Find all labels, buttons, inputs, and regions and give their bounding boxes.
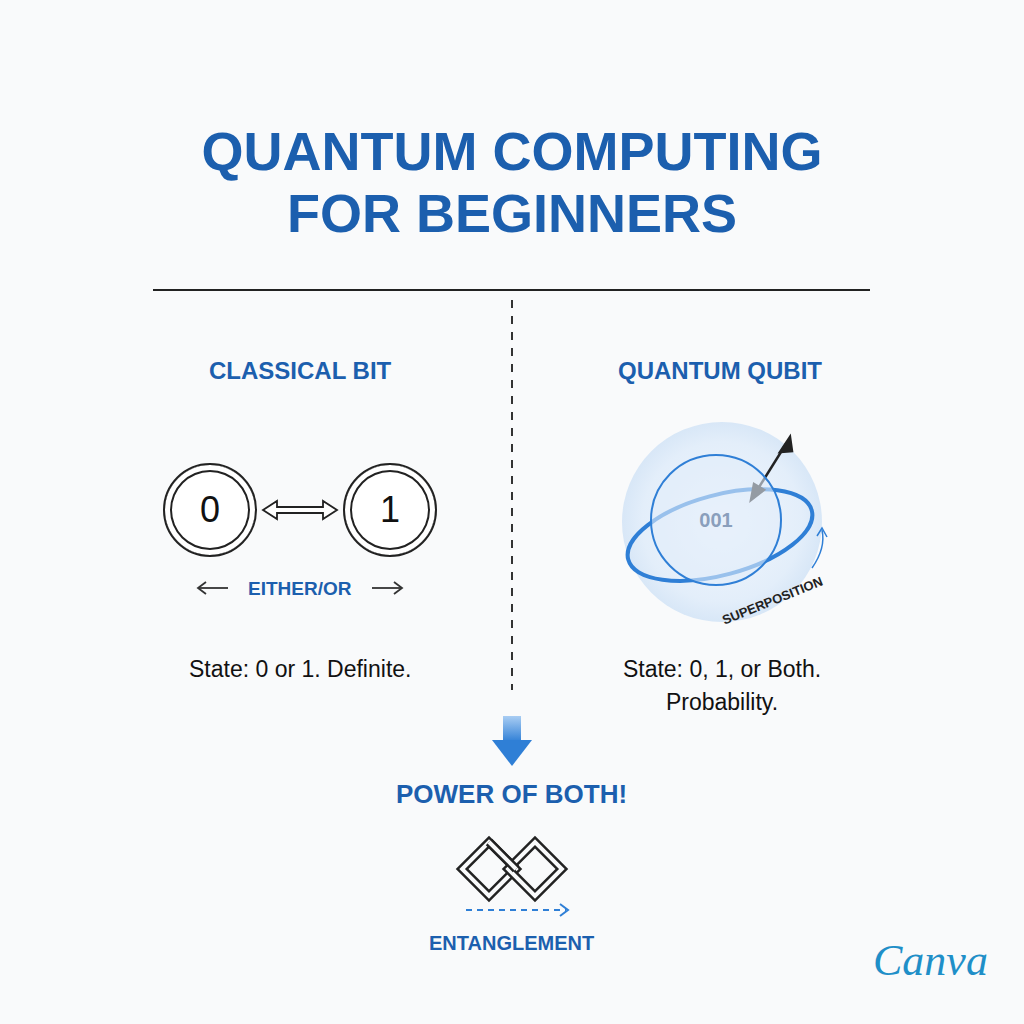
state-note: State: 0 or 1. Definite. xyxy=(189,656,411,683)
either-or-label: EITHER/OR xyxy=(248,578,351,600)
qubit-sphere: 001 xyxy=(650,454,782,586)
entanglement-symbol xyxy=(462,842,562,896)
bit-circle: 1 xyxy=(343,463,437,557)
title: QUANTUM COMPUTING FOR BEGINNERS xyxy=(162,120,862,244)
superposition-arrowhead xyxy=(817,528,827,537)
dashed-divider xyxy=(511,300,513,690)
double-arrow xyxy=(263,501,337,519)
down-arrow xyxy=(492,716,532,766)
section-heading: QUANTUM QUBIT xyxy=(618,357,822,385)
qubit-value: 001 xyxy=(699,509,732,532)
bit-value: 0 xyxy=(200,489,220,531)
divider-line xyxy=(153,289,870,291)
entanglement-label: ENTANGLEMENT xyxy=(429,932,594,955)
bit-circle: 0 xyxy=(163,463,257,557)
bit-value: 1 xyxy=(380,489,400,531)
power-heading: POWER OF BOTH! xyxy=(396,779,627,810)
section-heading: CLASSICAL BIT xyxy=(209,357,391,385)
watermark: Canva xyxy=(873,935,988,986)
dashed-arrow xyxy=(466,904,568,916)
state-note: State: 0, 1, or Both. Probability. xyxy=(597,653,847,719)
